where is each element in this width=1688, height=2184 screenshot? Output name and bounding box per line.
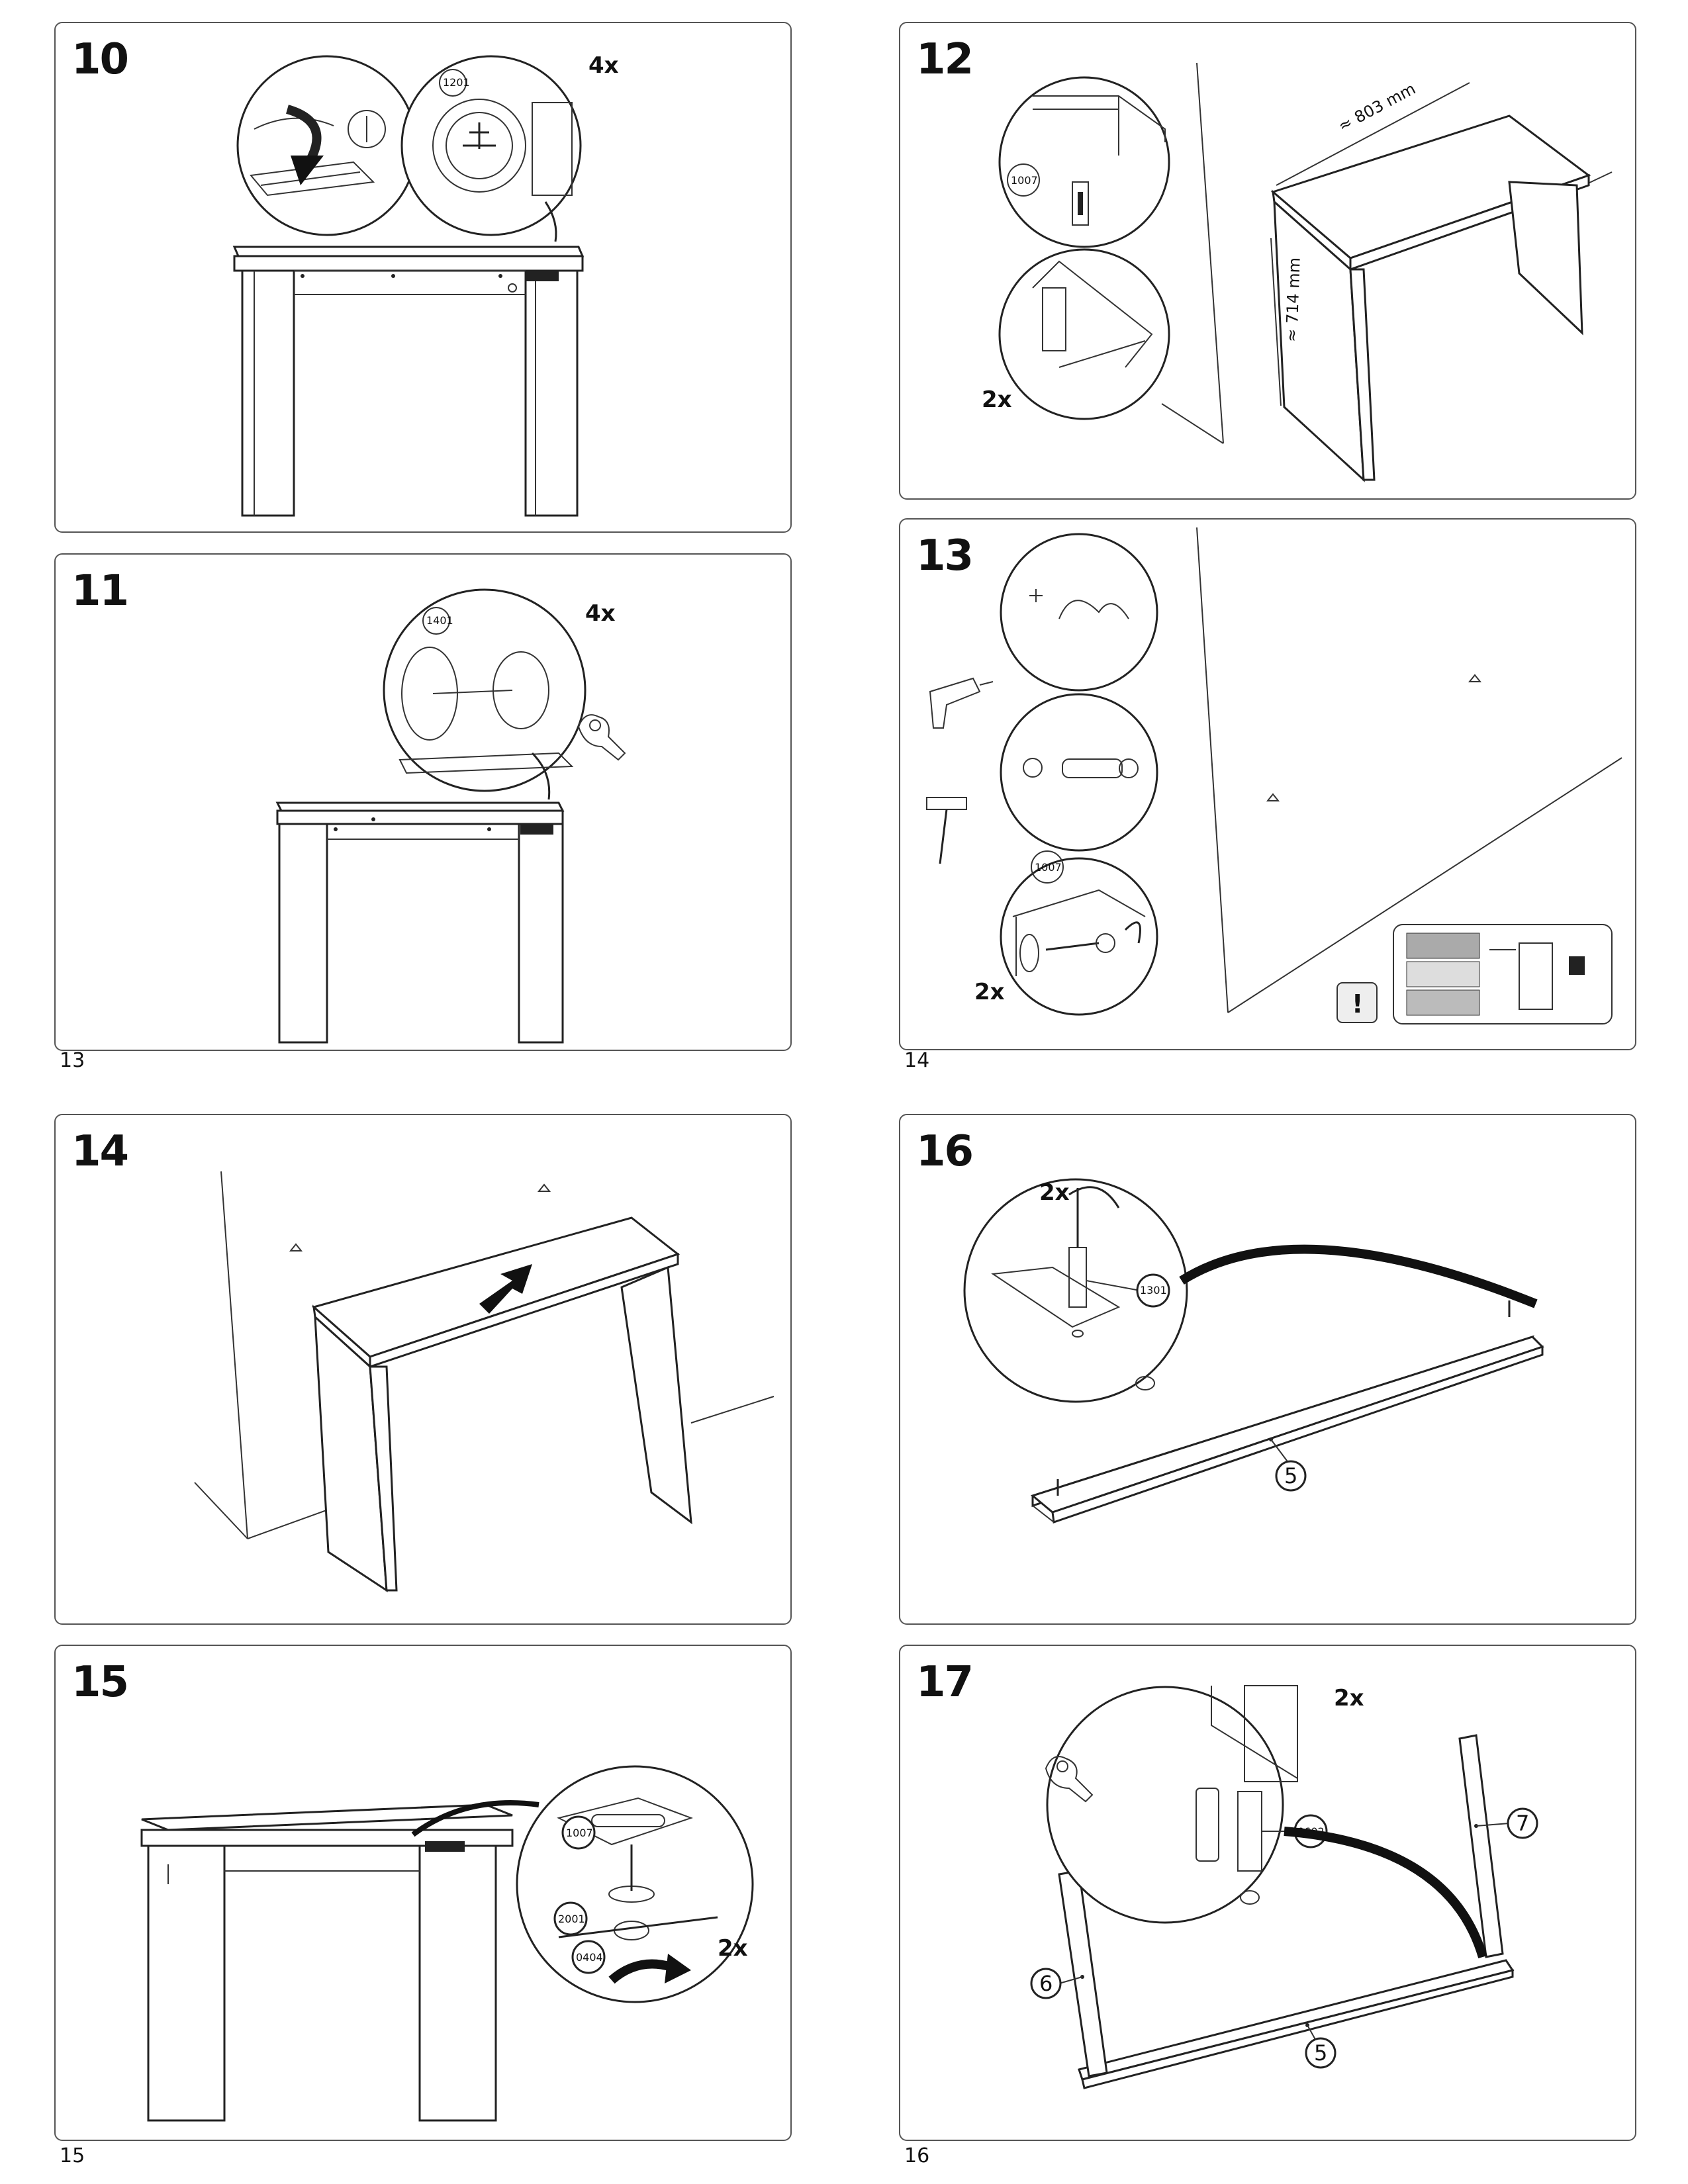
console-table	[311, 1216, 692, 1592]
step-15-illustration: 1007 2001 0404 2x	[140, 1765, 754, 2122]
part-label: 6	[1039, 1971, 1053, 1996]
step-number: 14	[71, 1127, 129, 1176]
step-11-panel: 11 1401 4x	[54, 553, 792, 1051]
detail-circle-plug	[1000, 693, 1158, 852]
part-code: 1007	[1011, 174, 1038, 187]
detail-circle-bracket-side	[998, 248, 1170, 420]
part-code: 1007	[1035, 861, 1062, 874]
detail-circle-screwdriver	[236, 55, 418, 236]
page-number: 16	[904, 2144, 930, 2167]
step-12-panel: 12 ≈ 803 mm ≈ 714 mm	[899, 22, 1636, 500]
step-13-illustration: 1007 2x !	[926, 527, 1622, 1024]
cam-lock-icon	[526, 271, 559, 281]
quantity-label: 2x	[1039, 1179, 1070, 1206]
part-label: 5	[1284, 1463, 1297, 1488]
detail-circle-cam: 1201	[400, 55, 582, 242]
detail-circle-dowels: 0602	[1046, 1685, 1328, 1924]
hand-icon	[1045, 1756, 1094, 1803]
part-code: 0404	[576, 1951, 603, 1964]
part-label: 5	[1314, 2040, 1327, 2066]
wall	[1196, 527, 1622, 1013]
panel-6: 6	[1030, 1870, 1108, 2077]
page-number: 13	[60, 1049, 85, 1072]
detail-circle-drill-marks	[1000, 533, 1158, 692]
quantity-label: 2x	[974, 979, 1005, 1005]
step-number: 17	[916, 1658, 974, 1707]
step-10-illustration: 1201 4x	[232, 52, 619, 517]
arrow-icon	[291, 156, 324, 185]
step-11-illustration: 1401 4x	[275, 588, 626, 1044]
page-number: 15	[60, 2144, 85, 2167]
part-code: 2001	[558, 1913, 585, 1925]
quantity-label: 4x	[585, 600, 616, 627]
part-code: 1301	[1140, 1284, 1167, 1297]
hammer-icon	[926, 797, 967, 864]
step-16-panel: 16 5 1301 2x	[899, 1114, 1636, 1625]
step-number: 13	[916, 531, 974, 580]
panel-7: 7	[1458, 1734, 1538, 1958]
arrow-icon	[479, 1264, 532, 1314]
warning-symbol: !	[1352, 989, 1363, 1019]
quantity-label: 2x	[982, 387, 1012, 413]
detail-circle-screw: 1007	[1000, 850, 1158, 1016]
warning-icon: !	[1336, 982, 1378, 1023]
page-number: 14	[904, 1049, 930, 1072]
step-number: 12	[916, 35, 974, 84]
console-table	[1270, 114, 1591, 482]
step-number: 16	[916, 1127, 974, 1176]
drill-icon	[929, 677, 994, 729]
part-code: 1007	[566, 1827, 593, 1839]
wall-type-legend	[1393, 924, 1613, 1024]
console-table	[140, 1803, 514, 2122]
detail-circle-dowel: 1301	[963, 1178, 1188, 1403]
step-number: 10	[71, 35, 129, 84]
step-17-illustration: 5 6 7 0602 2x	[1030, 1685, 1538, 2089]
wall	[194, 1171, 774, 1539]
quantity-label: 2x	[1334, 1685, 1364, 1711]
quantity-label: 2x	[718, 1935, 748, 1962]
step-14-illustration	[194, 1171, 774, 1592]
step-17-panel: 17 5 6 7	[899, 1645, 1636, 2141]
console-table	[275, 801, 565, 1044]
part-code: 1201	[443, 76, 470, 89]
step-14-panel: 14	[54, 1114, 792, 1625]
step-13-panel: 13 1007	[899, 518, 1636, 1050]
detail-circle-bracket: 1007	[998, 76, 1170, 248]
step-16-illustration: 5 1301 2x	[963, 1178, 1544, 1524]
step-12-illustration: ≈ 803 mm ≈ 714 mm 1007 2x	[982, 62, 1613, 482]
panel-5: 5	[1030, 1300, 1544, 1524]
console-table	[232, 246, 585, 517]
step-number: 11	[71, 567, 129, 615]
arrow-icon	[665, 1954, 691, 1983]
detail-circle-fixing: 1007 2001 0404	[516, 1765, 754, 2003]
part-label: 7	[1516, 1811, 1529, 1836]
width-dimension: ≈ 803 mm	[1335, 79, 1419, 136]
detail-circle-caps: 1401	[383, 588, 586, 800]
height-dimension: ≈ 714 mm	[1282, 257, 1303, 342]
quantity-label: 4x	[588, 52, 619, 79]
step-15-panel: 15 1007 2001 0404	[54, 1645, 792, 2141]
hand-icon	[577, 714, 626, 761]
step-10-panel: 10	[54, 22, 792, 533]
panel-5: 5	[1078, 1959, 1515, 2089]
step-number: 15	[71, 1658, 129, 1707]
part-code: 1401	[426, 614, 453, 627]
